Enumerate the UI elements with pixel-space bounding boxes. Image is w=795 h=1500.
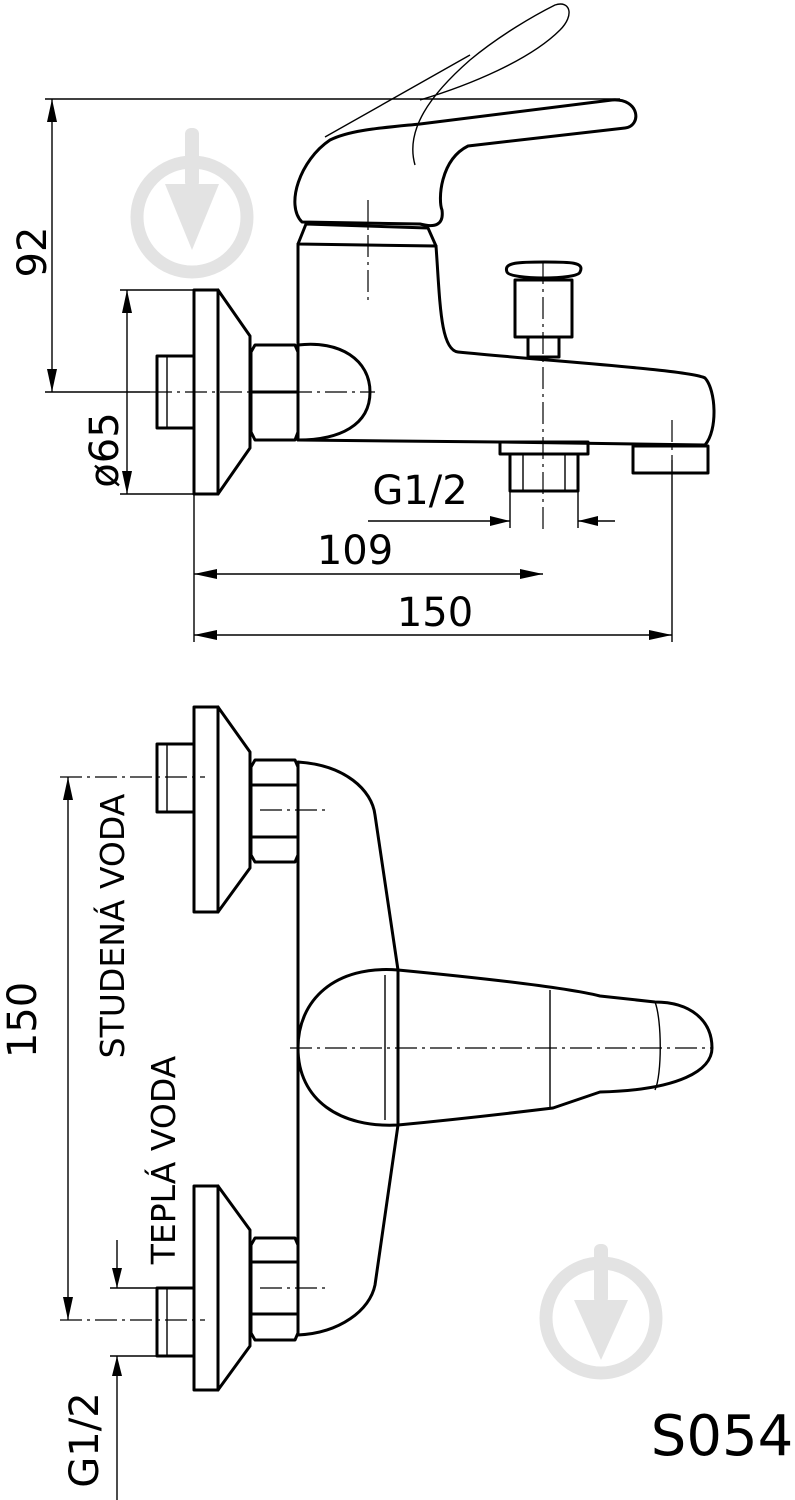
top-hex-nut-lower [249, 1236, 300, 1342]
top-inlet-upper [155, 742, 196, 814]
dim-connection-spacing: 150 [0, 982, 46, 1058]
model-code: S054 [651, 1404, 793, 1469]
dim-spout-to-outlet: 109 [317, 528, 393, 574]
dim-overall-width: 150 [397, 590, 473, 636]
top-view: 150 STUDENÁ VODA TEPLÁ VODA G1/2 [0, 705, 714, 1500]
dim-height: 92 [10, 227, 56, 278]
top-flange-upper [192, 705, 220, 914]
lever-handle [293, 98, 638, 228]
dim-inlet-thread: G1/2 [62, 1392, 108, 1487]
front-view: 92 ø65 G1/2 109 150 [10, 3, 716, 642]
watermark-logo-bottom [539, 1244, 663, 1380]
shower-outlet [508, 452, 580, 493]
diverter-knob [504, 260, 583, 280]
spout-outlet [631, 444, 710, 475]
top-flange-lower [192, 1184, 220, 1392]
top-hex-nut-upper [249, 758, 300, 864]
top-body [296, 760, 400, 1337]
dim-flange-diameter: ø65 [82, 412, 128, 487]
dim-outlet-thread: G1/2 [372, 468, 467, 514]
cartridge-collar [296, 222, 438, 248]
label-cold-water: STUDENÁ VODA [92, 793, 132, 1058]
top-inlet-lower [155, 1286, 196, 1358]
mixer-body [296, 242, 716, 447]
top-lever [296, 968, 714, 1127]
label-hot-water: TEPLÁ VODA [143, 1055, 183, 1265]
lever-swing-arc [412, 3, 570, 166]
watermark-logo-top [130, 128, 254, 279]
